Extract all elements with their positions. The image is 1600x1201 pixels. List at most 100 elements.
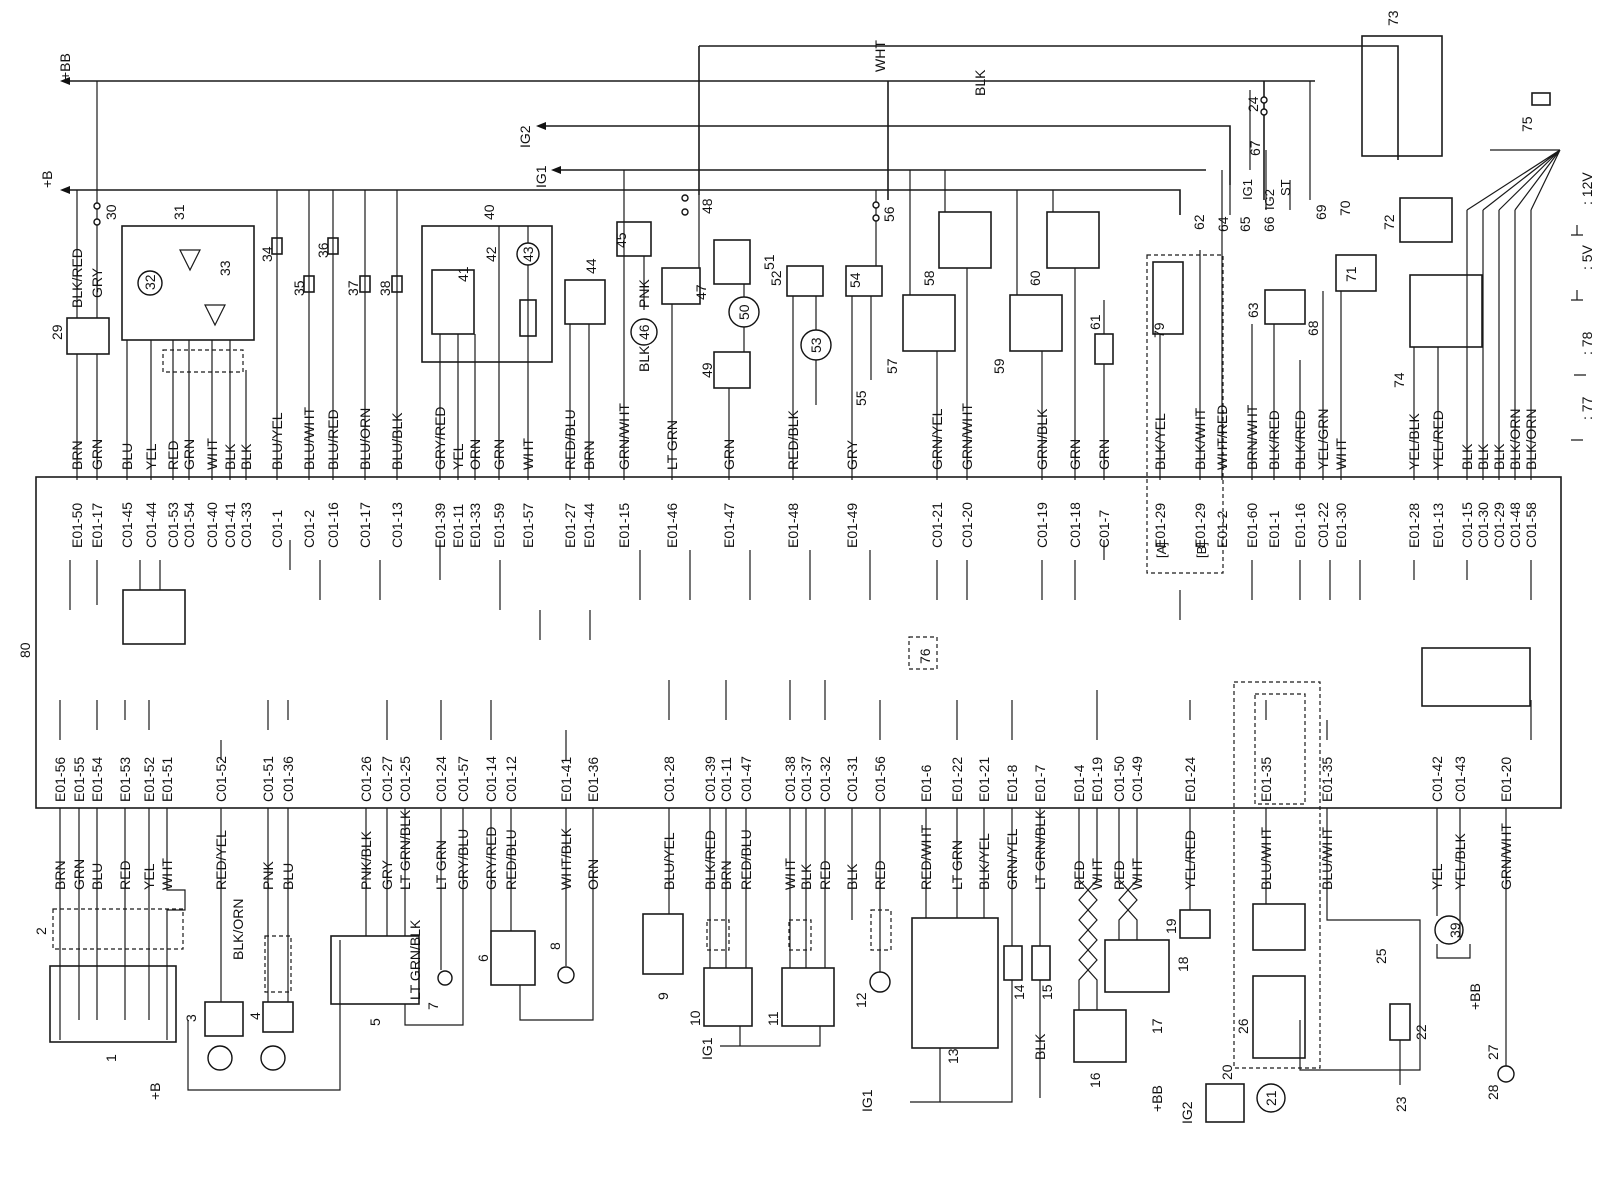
top-wire-label: BLK/WHT bbox=[1192, 407, 1208, 470]
sensor-9 bbox=[642, 913, 684, 975]
top-pin-label: C01-54 bbox=[181, 502, 197, 548]
bottom-wire-label: GRN/WHT bbox=[1498, 823, 1514, 890]
component-number-75: 75 bbox=[1519, 116, 1535, 132]
wire-label-blk-46: BLK bbox=[636, 345, 652, 372]
component-number-47: 47 bbox=[693, 284, 709, 300]
component-number-59: 59 bbox=[991, 358, 1007, 374]
component-number-71: 71 bbox=[1343, 266, 1359, 282]
ecu-internal-circuitry bbox=[59, 540, 1532, 805]
top-pin-label: C01-1 bbox=[269, 510, 285, 548]
bottom-pin-label: C01-26 bbox=[358, 756, 374, 802]
bottom-pin-label: E01-20 bbox=[1498, 757, 1514, 802]
top-pin-label: E01-16 bbox=[1292, 503, 1308, 548]
top-wire-label: GRN/YEL bbox=[929, 408, 945, 470]
component-number-72: 72 bbox=[1381, 214, 1397, 230]
component-number-32: 32 bbox=[142, 274, 158, 290]
top-pin-label: C01-13 bbox=[389, 502, 405, 548]
top-wire-label: BLU/ORN bbox=[357, 408, 373, 470]
bottom-components bbox=[49, 681, 1515, 1123]
component-number-10: 10 bbox=[687, 1010, 703, 1026]
sensor-box-31 bbox=[121, 225, 255, 341]
component-number-4: 4 bbox=[247, 1012, 263, 1020]
bottom-pin-label: C01-56 bbox=[872, 756, 888, 802]
component-number-23: 23 bbox=[1393, 1096, 1409, 1112]
top-pin-label: C01-16 bbox=[325, 502, 341, 548]
component-number-6: 6 bbox=[475, 954, 491, 962]
top-pin-label: C01-58 bbox=[1523, 502, 1539, 548]
top-pin-label: E01-33 bbox=[467, 503, 483, 548]
sensor-6 bbox=[490, 930, 536, 986]
module-26 bbox=[1252, 975, 1306, 1059]
bottom-wire-label: BLK bbox=[844, 863, 860, 890]
relay-29 bbox=[66, 317, 110, 355]
component-number-55: 55 bbox=[853, 390, 869, 406]
component-number-43: 43 bbox=[520, 246, 536, 262]
motor-39 bbox=[1434, 915, 1464, 945]
sensor-12 bbox=[869, 971, 891, 993]
bottom-pin-label: E01-54 bbox=[89, 757, 105, 802]
top-wire-label: BLK/ORN bbox=[1523, 409, 1539, 470]
bottom-wire-label: WHT bbox=[1089, 858, 1105, 890]
sensor-13 bbox=[911, 917, 999, 1049]
component-number-58: 58 bbox=[921, 270, 937, 286]
switch-14 bbox=[1003, 945, 1023, 981]
top-pin-label: E01-39 bbox=[432, 503, 448, 548]
component-number-53: 53 bbox=[808, 337, 824, 353]
component-number-44: 44 bbox=[583, 258, 599, 274]
top-pin-label: C01-45 bbox=[119, 502, 135, 548]
top-wire-label: YEL/RED bbox=[1430, 410, 1446, 470]
bottom-wire-label: GRN/YEL bbox=[1004, 828, 1020, 890]
connector-label-b: [B] bbox=[1194, 542, 1209, 558]
component-number-8: 8 bbox=[547, 942, 563, 950]
bottom-wire-label: BLU bbox=[280, 863, 296, 890]
top-wire-label: RED/BLK bbox=[785, 409, 801, 470]
wire-label-gry: GRY bbox=[89, 267, 105, 298]
relay-74 bbox=[1409, 274, 1483, 348]
top-wire-label: YEL bbox=[450, 443, 466, 470]
bottom-pin-label: C01-36 bbox=[280, 756, 296, 802]
top-pin-label: C01-7 bbox=[1096, 510, 1112, 548]
component-number-7: 7 bbox=[425, 1002, 441, 1010]
switch-15 bbox=[1031, 945, 1051, 981]
top-wire-label: BLK bbox=[1491, 443, 1507, 470]
top-pin-label: C01-2 bbox=[301, 510, 317, 548]
sensor-box-40 bbox=[421, 225, 553, 363]
sensor-58 bbox=[938, 211, 992, 269]
top-pin-label: E01-29 bbox=[1192, 503, 1208, 548]
top-pin-label: E01-60 bbox=[1244, 503, 1260, 548]
bottom-wire-label: WHT bbox=[782, 858, 798, 890]
component-number-80: 80 bbox=[17, 642, 33, 658]
bottom-pin-label: C01-12 bbox=[503, 756, 519, 802]
component-numbers: 1 2 3 4 5 6 7 8 9 10 11 12 13 14 15 16 1… bbox=[17, 10, 1535, 1112]
bottom-wire-label: BLK bbox=[798, 863, 814, 890]
wire-label-blk-red: BLK/RED bbox=[69, 248, 85, 308]
wire-label-b-bottom: +B bbox=[147, 1082, 163, 1100]
component-number-29: 29 bbox=[49, 324, 65, 340]
bottom-pin-label: C01-39 bbox=[702, 756, 718, 802]
top-wire-label: YEL/BLK bbox=[1406, 413, 1422, 470]
top-wire-label: BLU bbox=[119, 443, 135, 470]
component-number-49: 49 bbox=[699, 362, 715, 378]
top-pin-label: E01-30 bbox=[1333, 503, 1349, 548]
component-number-37: 37 bbox=[345, 280, 361, 296]
rail-label-ig1: IG1 bbox=[533, 165, 549, 188]
sensor-4 bbox=[262, 1001, 294, 1033]
component-number-68: 68 bbox=[1305, 320, 1321, 336]
bottom-pin-label: C01-31 bbox=[844, 756, 860, 802]
component-number-33: 33 bbox=[217, 260, 233, 276]
component-number-12: 12 bbox=[853, 992, 869, 1008]
bottom-wire-label: BLU/WHT bbox=[1258, 827, 1274, 890]
top-wire-label: BLK/RED bbox=[1266, 410, 1282, 470]
wire-label-pnk: PNK bbox=[636, 279, 652, 308]
component-number-31: 31 bbox=[171, 204, 187, 220]
bottom-wire-label: RED/YEL bbox=[213, 830, 229, 890]
component-number-42: 42 bbox=[483, 246, 499, 262]
bottom-wire-label: BRN bbox=[718, 860, 734, 890]
bottom-pin-label: E01-19 bbox=[1089, 757, 1105, 802]
top-pin-label: C01-19 bbox=[1034, 502, 1050, 548]
top-wire-label: YEL bbox=[143, 443, 159, 470]
component-number-13: 13 bbox=[945, 1048, 961, 1064]
motor-46 bbox=[630, 318, 658, 346]
